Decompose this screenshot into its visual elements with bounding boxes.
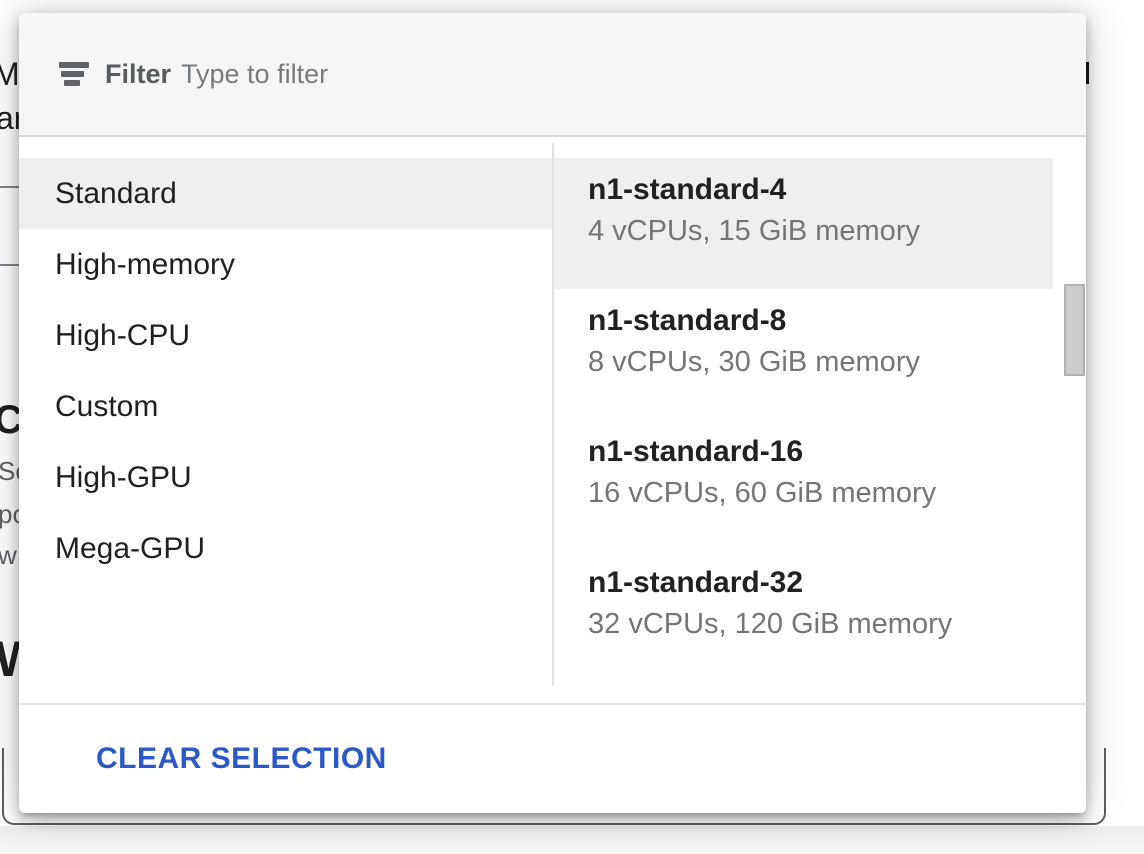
machine-type-dropdown: Filter Standard High-memory High-CPU Cus…: [19, 13, 1086, 813]
filter-list-icon: [59, 62, 89, 86]
machine-type-option-n1-standard-4[interactable]: n1-standard-4 4 vCPUs, 15 GiB memory: [554, 158, 1053, 289]
machine-type-specs: 8 vCPUs, 30 GiB memory: [588, 346, 920, 378]
filter-bar: Filter: [19, 13, 1086, 137]
category-label: High-GPU: [55, 460, 192, 494]
machine-type-list: n1-standard-4 4 vCPUs, 15 GiB memory n1-…: [554, 137, 1085, 703]
background-card-outline: [2, 748, 1106, 825]
category-label: High-CPU: [55, 318, 191, 352]
category-list: Standard High-memory High-CPU Custom Hig…: [19, 137, 552, 703]
clear-selection-button[interactable]: CLEAR SELECTION: [94, 736, 389, 782]
category-item-high-memory[interactable]: High-memory: [19, 229, 552, 300]
dropdown-footer: CLEAR SELECTION: [19, 703, 1086, 813]
machine-type-option-n1-standard-16[interactable]: n1-standard-16 16 vCPUs, 60 GiB memory: [554, 420, 1053, 551]
scrollbar-thumb[interactable]: [1064, 284, 1085, 376]
category-item-standard[interactable]: Standard: [19, 158, 552, 229]
column-divider: [552, 143, 554, 686]
background-text-fragment: w: [0, 540, 17, 570]
machine-type-name: n1-standard-16: [588, 435, 804, 468]
dropdown-body: Standard High-memory High-CPU Custom Hig…: [19, 137, 1086, 703]
machine-type-name: n1-standard-4: [588, 173, 787, 206]
background-text-fragment: M: [0, 56, 20, 92]
machine-type-option-n1-standard-8[interactable]: n1-standard-8 8 vCPUs, 30 GiB memory: [554, 289, 1053, 420]
background-cursor-mark: [1084, 62, 1089, 84]
category-item-high-gpu[interactable]: High-GPU: [19, 442, 552, 513]
category-label: Standard: [55, 176, 177, 210]
machine-type-name: n1-standard-32: [588, 566, 804, 599]
filter-input[interactable]: [181, 58, 882, 90]
machine-type-specs: 16 vCPUs, 60 GiB memory: [588, 477, 937, 509]
background-lower-area: [0, 826, 1144, 854]
category-label: High-memory: [55, 247, 236, 281]
category-label: Mega-GPU: [55, 531, 206, 565]
category-label: Custom: [55, 389, 159, 423]
machine-type-specs: 32 vCPUs, 120 GiB memory: [588, 608, 953, 640]
machine-type-specs: 4 vCPUs, 15 GiB memory: [588, 215, 920, 247]
category-item-mega-gpu[interactable]: Mega-GPU: [19, 513, 552, 584]
category-item-high-cpu[interactable]: High-CPU: [19, 300, 552, 371]
background-text-fragment: C: [0, 398, 23, 442]
machine-type-option-n1-standard-32[interactable]: n1-standard-32 32 vCPUs, 120 GiB memory: [554, 551, 1053, 682]
filter-label: Filter: [105, 58, 172, 89]
machine-type-name: n1-standard-8: [588, 304, 787, 337]
category-item-custom[interactable]: Custom: [19, 371, 552, 442]
